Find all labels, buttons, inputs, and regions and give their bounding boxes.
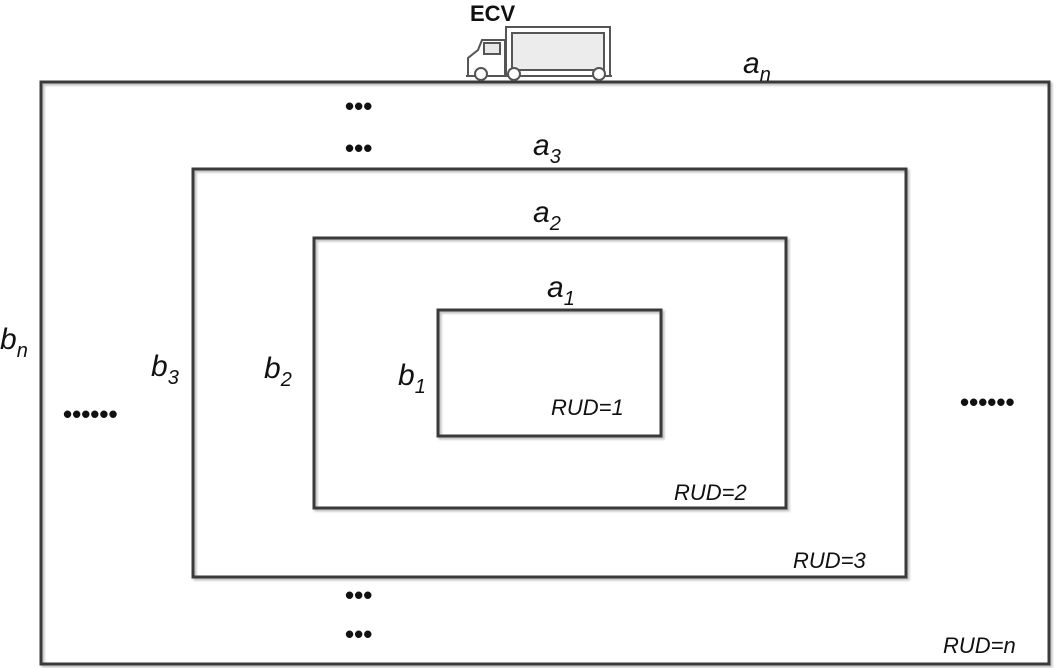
ellipsis-top-upper: ••• [345,91,372,121]
ring-3-side-a-label: a3 [533,129,561,168]
ring-3-side-b-label: b3 [151,350,179,389]
vehicle-label: ECV [470,1,516,26]
ring-2-side-a-label: a2 [533,196,561,235]
ring-3-rect [191,167,908,579]
ring-1-side-a-label: a1 [547,271,575,310]
ring-1-rud-label: RUD=1 [551,395,624,420]
ring-1-rect [436,308,663,438]
ring-n-rect [39,80,1051,666]
ring-2-rect [312,236,788,510]
ring-n-rud-label: RUD=n [943,633,1016,658]
ellipsis-left: •••••• [63,399,118,429]
ring-n-side-b-label: bn [0,323,28,362]
ring-n-side-a-label: an [743,47,771,86]
ring-3-rud-label: RUD=3 [793,548,867,573]
ellipsis-top-lower: ••• [345,133,372,163]
ring-1-side-b-label: b1 [398,359,426,398]
ring-2-side-b-label: b2 [264,352,292,391]
ellipsis-bottom-upper: ••• [345,580,372,610]
ellipsis-right: •••••• [960,387,1015,417]
truck-icon [466,26,612,81]
ring-2-rud-label: RUD=2 [674,480,747,505]
ellipsis-bottom-lower: ••• [345,619,372,649]
